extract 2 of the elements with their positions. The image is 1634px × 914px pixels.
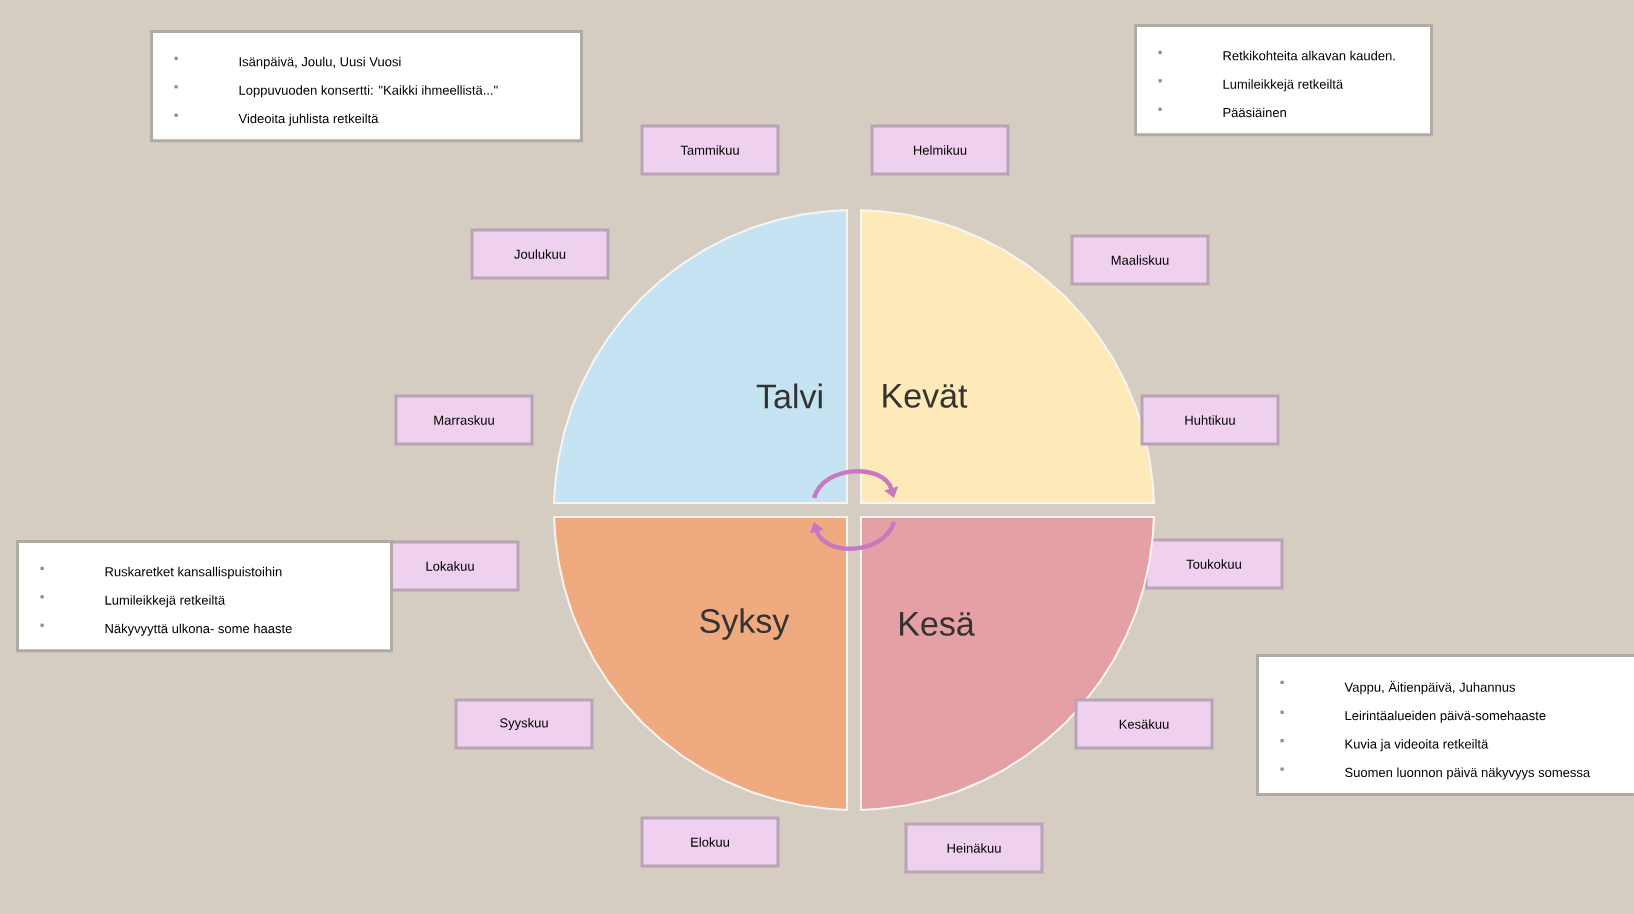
cycle-arrow <box>812 469 899 499</box>
cycle-arrow <box>809 521 896 551</box>
